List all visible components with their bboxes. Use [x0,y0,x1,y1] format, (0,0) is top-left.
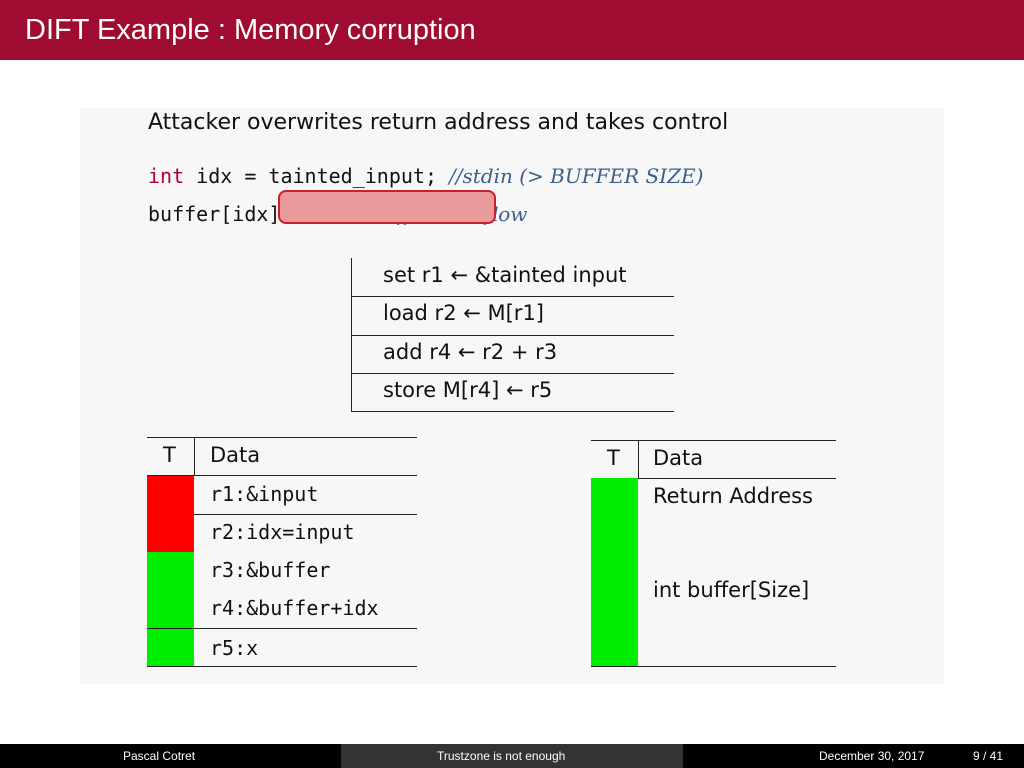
footer-date: December 30, 2017 [819,749,925,763]
divider [638,440,639,478]
footer-author: Pascal Cotret [123,749,196,763]
code-line-1: int idx = tainted_input; //stdin (> BUFF… [148,164,703,188]
title-bar: DIFT Example : Memory corruption [0,0,1024,60]
register-taint-table: T Data r1:&input r2:idx=input r3:&buffer… [147,437,417,667]
footer-middle: Trustzone is not enough [341,744,683,768]
taint-tag-green [147,552,194,666]
divider [591,666,836,667]
footer: Pascal Cotret Trustzone is not enough De… [0,744,1024,768]
divider [352,296,674,297]
slide-content: Attacker overwrites return address and t… [80,108,944,684]
slide-title: DIFT Example : Memory corruption [25,14,476,46]
memory-taint-table: T Data Return Address int buffer[Size] [591,440,836,667]
register-value: r4:&buffer+idx [210,596,379,620]
register-value: r2:idx=input [210,520,355,544]
data-header: Data [653,446,704,470]
divider [194,437,195,475]
data-header: Data [210,443,261,467]
footer-page-number: 9 / 41 [973,749,1004,763]
tag-header: T [163,443,176,467]
instruction-text: store M[r4] ← r5 [383,378,553,402]
divider [147,437,417,438]
code-comment-1: //stdin (> BUFFER SIZE) [449,164,704,188]
instruction-row: add r4 ← r2 + r3 [352,335,674,373]
divider [194,514,417,515]
divider [591,440,836,441]
divider [147,628,417,629]
taint-tag-red [147,476,194,552]
divider [591,478,836,479]
divider [352,373,674,374]
return-address-cell: Return Address [653,484,813,508]
divider [352,411,674,412]
buffer-cell: int buffer[Size] [653,578,810,602]
footer-short-title: Trustzone is not enough [437,749,566,763]
instruction-text: set r1 ← &tainted input [383,263,627,287]
code-keyword: int [148,164,185,188]
register-value: r3:&buffer [210,558,331,582]
footer-right: December 30, 2017 9 / 41 [683,744,1024,768]
footer-left: Pascal Cotret [0,744,341,768]
instruction-row: load r2 ← M[r1] [352,296,674,334]
register-value: r5:x [210,636,259,660]
divider [352,335,674,336]
divider [147,475,417,476]
instruction-text: add r4 ← r2 + r3 [383,340,558,364]
divider [147,666,417,667]
register-value: r1:&input [210,482,319,506]
load-highlight [278,190,496,224]
instruction-table: set r1 ← &tainted input load r2 ← M[r1] … [351,258,674,412]
slide-heading: Attacker overwrites return address and t… [148,110,729,135]
code-text-1: idx = tainted_input; [184,164,450,188]
instruction-row: store M[r4] ← r5 [352,373,674,411]
taint-tag-green [591,478,638,666]
tag-header: T [607,446,620,470]
instruction-row: set r1 ← &tainted input [352,258,674,296]
instruction-text: load r2 ← M[r1] [383,301,544,325]
